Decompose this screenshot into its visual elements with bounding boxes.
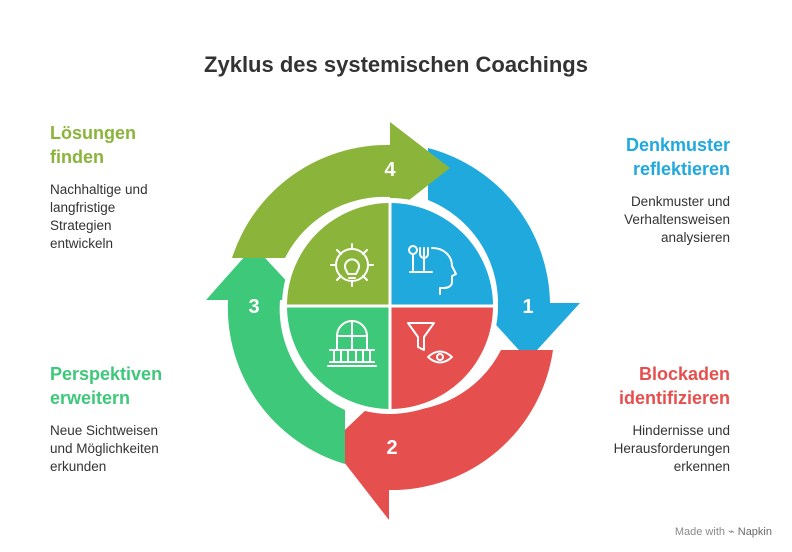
step-heading: Perspektiven erweitern [50, 364, 163, 408]
window-balcony-icon [327, 320, 377, 367]
step-number-1: 1 [522, 296, 533, 318]
step-number-2: 2 [386, 437, 397, 459]
step-loesungen-finden: Lösungen finden Nachhaltige und langfris… [50, 121, 230, 253]
quadrant-step-4 [287, 203, 390, 306]
arrow-step-4 [232, 122, 450, 258]
step-number-4: 4 [384, 159, 396, 181]
gear-bulb-icon [330, 243, 374, 287]
step-description: Nachhaltige und langfristige Strategien … [50, 182, 148, 251]
head-thought-icon [408, 245, 457, 295]
funnel-eye-icon [407, 322, 453, 364]
arrow-step-3 [206, 246, 345, 464]
step-description: Neue Sichtweisen und Möglichkeiten erkun… [50, 423, 159, 474]
napkin-logo-icon: ⌁ [728, 526, 735, 538]
step-heading: Lösungen finden [50, 123, 136, 167]
page-title: Zyklus des systemischen Coachings [204, 52, 588, 77]
step-description: Denkmuster und Verhaltensweisen analysie… [624, 194, 730, 245]
inner-disc [282, 198, 498, 414]
step-heading: Denkmuster reflektieren [625, 135, 730, 179]
watermark: Made with ⌁ Napkin [674, 526, 772, 538]
quadrant-step-2 [390, 306, 493, 409]
step-denkmuster-reflektieren: Denkmuster reflektieren Denkmuster und V… [550, 133, 730, 247]
step-perspektiven-erweitern: Perspektiven erweitern Neue Sichtweisen … [50, 362, 230, 476]
quadrant-step-3 [287, 306, 390, 409]
step-heading: Blockaden identifizieren [618, 364, 730, 408]
step-blockaden-identifizieren: Blockaden identifizieren Hindernisse und… [550, 362, 730, 476]
arrow-step-1 [428, 148, 580, 360]
step-number-3: 3 [248, 296, 259, 318]
step-description: Hindernisse und Herausforderungen erkenn… [613, 423, 730, 474]
quadrant-step-1 [390, 203, 493, 306]
